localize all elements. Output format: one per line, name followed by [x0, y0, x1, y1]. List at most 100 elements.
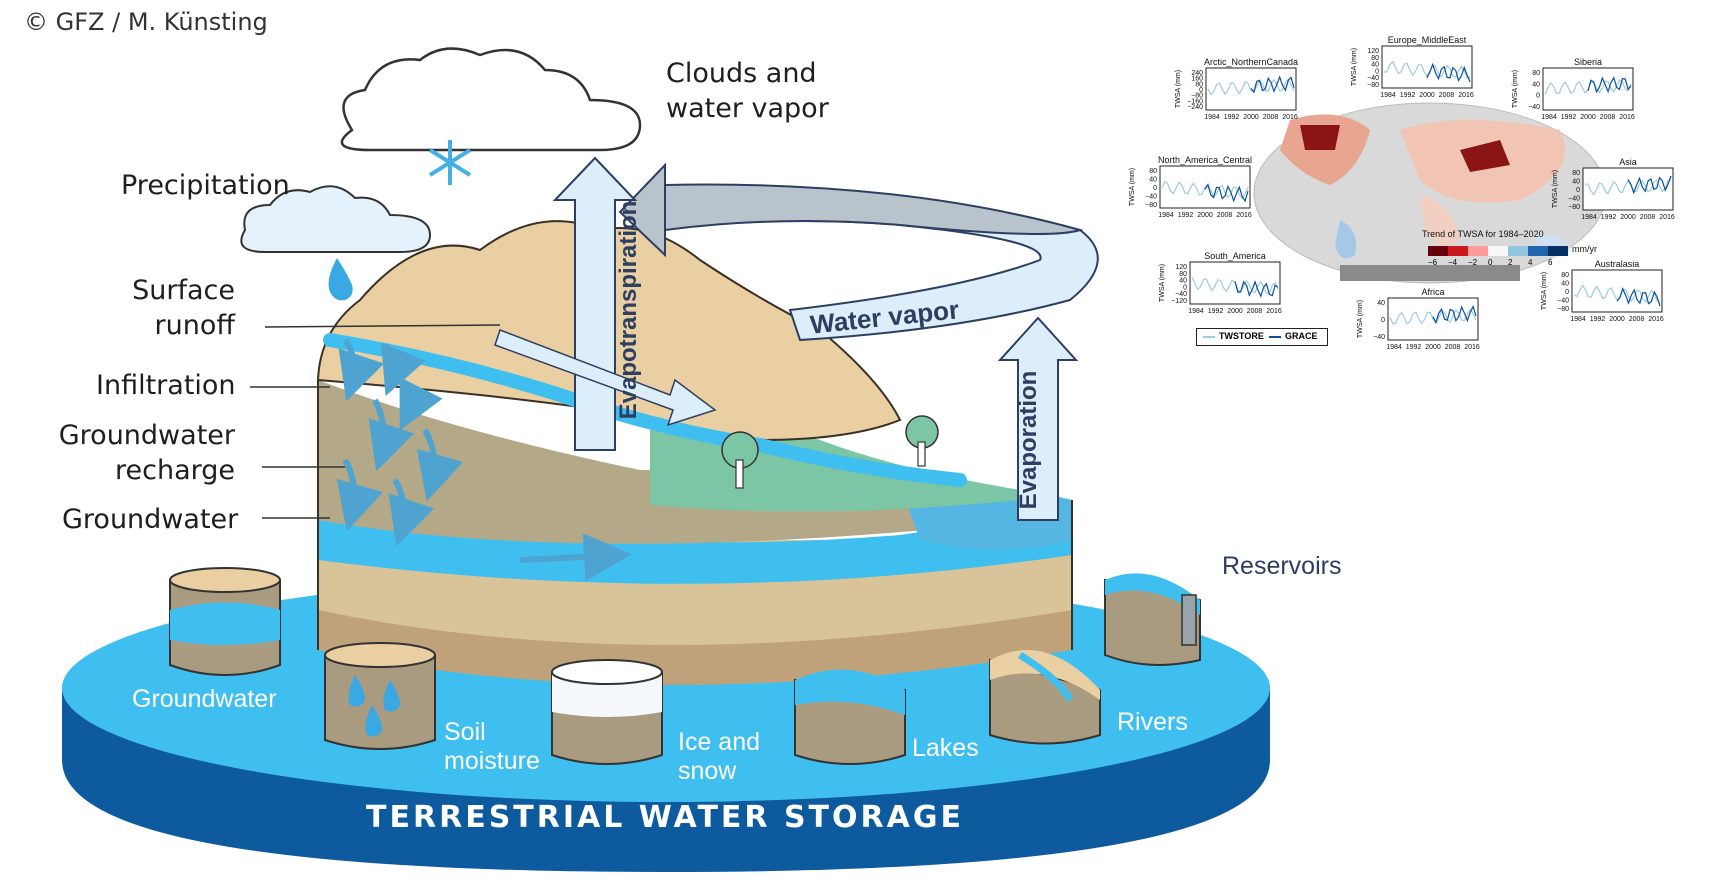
region-ylabel: TWSA (mm) [1541, 272, 1548, 310]
region-ytick: 80 [1149, 168, 1157, 175]
region-ytick: 160 [1191, 76, 1203, 83]
colorbar-unit: mm/yr [1572, 244, 1597, 254]
region-xtick: 2000 [1580, 114, 1596, 121]
region-xtick: 1984 [1188, 308, 1204, 315]
region-chart-frame [1582, 167, 1674, 211]
leader-lines [250, 324, 501, 519]
storage-rivers-label: Rivers [1117, 708, 1188, 736]
region-title: Siberia [1574, 57, 1602, 67]
region-title: Australasia [1595, 259, 1640, 269]
region-ytick: −160 [1187, 98, 1203, 105]
region-ytick: 80 [1572, 170, 1580, 177]
map-panel [1253, 102, 1607, 284]
grace-line [1627, 175, 1672, 195]
region-ytick: 40 [1532, 81, 1540, 88]
region-ytick: 0 [1183, 284, 1187, 291]
legend-grace: GRACE [1285, 331, 1318, 341]
water-vapor-arrow [618, 162, 1099, 342]
region-ytick: 40 [1149, 177, 1157, 184]
infiltration-arrows [336, 338, 632, 582]
region-ytick: −80 [1145, 202, 1157, 209]
region-ytick: −80 [1557, 306, 1569, 313]
region-ytick: −40 [1145, 194, 1157, 201]
grace-line [1587, 76, 1632, 94]
copyright-credit: © GFZ / M. Künsting [24, 8, 268, 36]
groundwater-recharge-label: Groundwater recharge [58, 420, 235, 486]
region-ytick: 120 [1175, 264, 1187, 271]
legend-grace-swatch [1269, 336, 1281, 338]
region-ytick: −40 [1528, 104, 1540, 111]
infiltration-label: Infiltration [96, 370, 236, 401]
region-xtick: 2000 [1419, 92, 1435, 99]
region-xtick: 2000 [1243, 114, 1259, 121]
region-title: Africa [1421, 287, 1444, 297]
storage-groundwater-label: Groundwater [132, 685, 277, 713]
region-title: Europe_MiddleEast [1388, 35, 1467, 45]
evaporation-arrow [997, 316, 1079, 521]
region-xtick: 1992 [1400, 92, 1416, 99]
region-xtick: 1992 [1406, 344, 1422, 351]
region-xtick: 2008 [1439, 92, 1455, 99]
region-ytick: 0 [1576, 187, 1580, 194]
region-xtick: 1992 [1601, 214, 1617, 221]
region-xtick: 2000 [1197, 212, 1213, 219]
region-ytick: 80 [1371, 55, 1379, 62]
region-xtick: 1984 [1541, 114, 1557, 121]
region-xtick: 1984 [1581, 214, 1597, 221]
region-ytick: −40 [1557, 298, 1569, 305]
region-ytick: 240 [1191, 70, 1203, 77]
region-xtick: 2016 [1266, 308, 1282, 315]
region-xtick: 2008 [1629, 316, 1645, 323]
trend-title: Trend of TWSA for 1984–2020 [1422, 229, 1544, 239]
region-xtick: 2016 [1464, 344, 1480, 351]
region-ytick: 40 [1371, 62, 1379, 69]
region-xtick: 1992 [1561, 114, 1577, 121]
twstore-line [1573, 284, 1661, 303]
region-xtick: 2016 [1648, 316, 1664, 323]
region-xtick: 2008 [1640, 214, 1656, 221]
grace-line [1426, 62, 1471, 83]
region-xtick: 2008 [1217, 212, 1233, 219]
region-xtick: 1984 [1386, 344, 1402, 351]
region-ytick: 0 [1375, 68, 1379, 75]
region-ytick: 80 [1179, 271, 1187, 278]
storage-soil-moisture-label: Soil moisture [444, 718, 540, 775]
region-ytick: 0 [1565, 289, 1569, 296]
colorbar-tick: −6 [1428, 258, 1438, 267]
region-ytick: 40 [1179, 278, 1187, 285]
regional-timeseries: Arctic_NorthernCanada240160800−80−160−24… [1129, 35, 1675, 351]
precipitation-label: Precipitation [121, 170, 290, 201]
colorbar-tick: 4 [1528, 258, 1533, 267]
region-xtick: 2000 [1425, 344, 1441, 351]
twstore-line [1207, 78, 1295, 96]
upper-cloud [340, 47, 642, 185]
evapotranspiration-label: Evapotranspiration [615, 200, 642, 420]
region-xtick: 2000 [1609, 316, 1625, 323]
region-ytick: −120 [1171, 298, 1187, 305]
grace-line [1204, 183, 1249, 203]
region-ytick: −40 [1175, 291, 1187, 298]
region-chart-frame [1381, 45, 1473, 89]
region-ytick: 80 [1195, 81, 1203, 88]
region-ytick: −240 [1187, 104, 1203, 111]
region-xtick: 1992 [1224, 114, 1240, 121]
region-xtick: 2016 [1282, 114, 1298, 121]
region-xtick: 2016 [1659, 214, 1675, 221]
region-ytick: 80 [1561, 272, 1569, 279]
cylinder-reservoirs [1104, 573, 1201, 666]
region-xtick: 2008 [1600, 114, 1616, 121]
cylinder-ice-snow [551, 659, 663, 765]
region-ytick: −40 [1367, 75, 1379, 82]
twstore-line [1389, 308, 1477, 325]
region-ylabel: TWSA (mm) [1175, 70, 1182, 108]
region-ytick: −80 [1568, 204, 1580, 211]
region-ytick: 40 [1377, 300, 1385, 307]
grace-line [1234, 280, 1279, 298]
colorbar-tick: −4 [1448, 258, 1458, 267]
region-ytick: 40 [1572, 179, 1580, 186]
colorbar-tick: −2 [1468, 258, 1478, 267]
cylinder-soil-moisture [324, 642, 436, 750]
region-chart-frame [1571, 269, 1663, 313]
